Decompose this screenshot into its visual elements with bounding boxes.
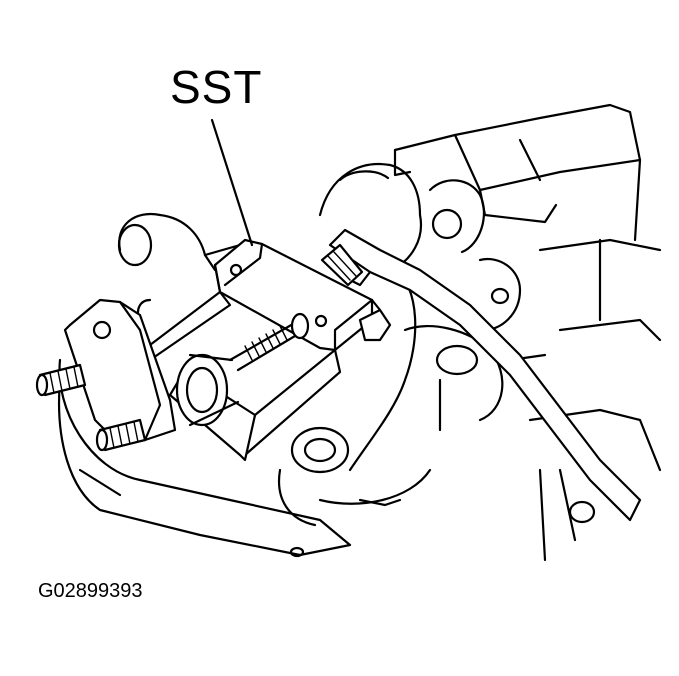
- callout-leader-line: [210, 118, 254, 247]
- wrench-lever: [320, 228, 642, 522]
- sst-callout-label: SST: [170, 61, 263, 113]
- sst-tool: [148, 238, 392, 462]
- pad-support-plate: [57, 298, 352, 557]
- stud-upper: [35, 363, 87, 397]
- steering-knuckle: [277, 163, 522, 558]
- figure-code: G02899393: [38, 580, 143, 602]
- stud-lower: [95, 418, 147, 452]
